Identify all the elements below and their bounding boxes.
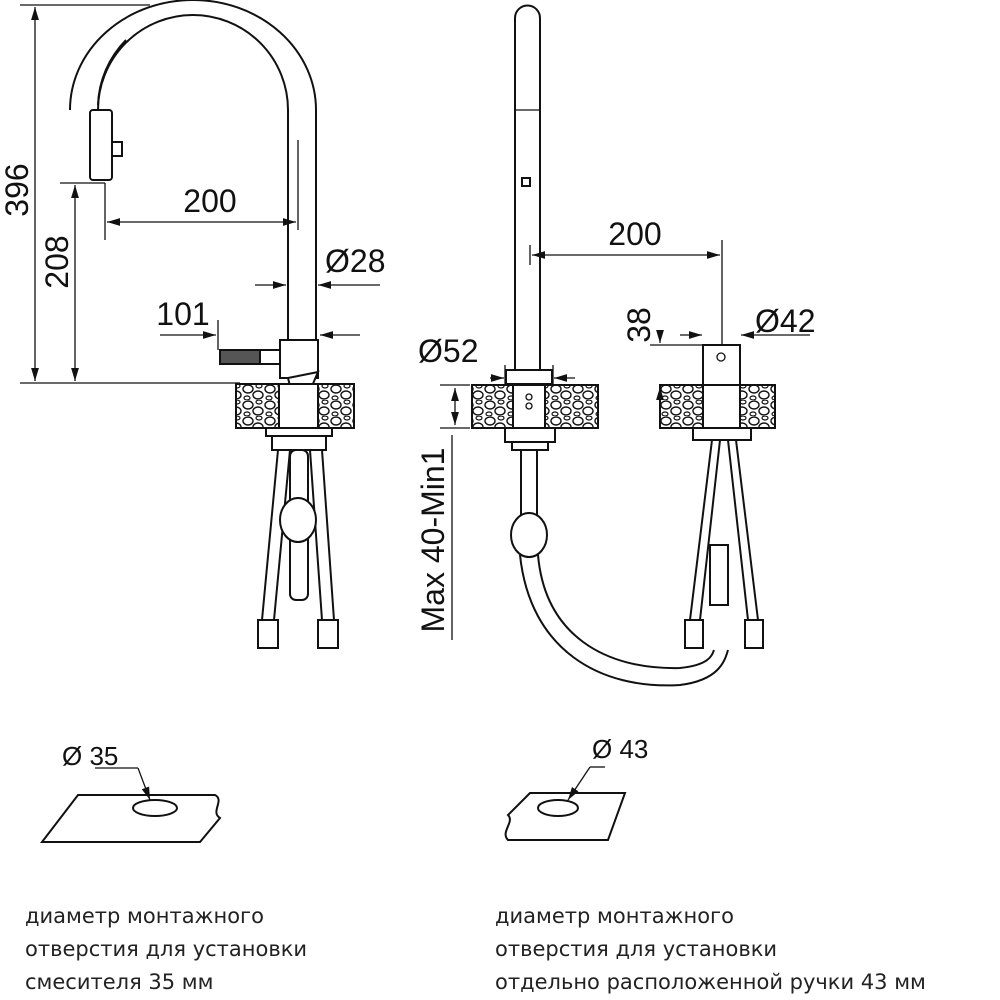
height-total-label: 396 xyxy=(0,163,35,216)
handle-height-label: 38 xyxy=(621,307,657,343)
right-hole-label: Ø 43 xyxy=(592,734,648,764)
right-reach-label: 200 xyxy=(608,216,661,252)
handle-diameter-label: Ø42 xyxy=(755,303,815,339)
countertop-thickness-label: Max 40-Min1 xyxy=(415,448,451,633)
right-caption-line: диаметр монтажного xyxy=(495,904,734,928)
left-dimensions xyxy=(20,4,380,384)
left-hole-detail xyxy=(39,767,222,843)
right-handle xyxy=(659,344,776,649)
left-caption-line: отверстия для установки xyxy=(25,937,308,961)
right-hole-detail xyxy=(504,766,627,841)
right-dimensions xyxy=(440,240,810,640)
handle-length-label: 101 xyxy=(156,296,209,332)
tube-diameter-label: Ø28 xyxy=(325,243,385,279)
right-faucet xyxy=(471,4,729,687)
left-caption-line: диаметр монтажного xyxy=(25,904,264,928)
right-caption-line: отдельно расположенной ручки 43 мм xyxy=(495,970,926,994)
left-caption-line: смесителя 35 мм xyxy=(25,970,214,994)
base-diameter-label: Ø52 xyxy=(418,333,478,369)
right-caption: диаметр монтажного отверстия для установ… xyxy=(495,900,926,999)
left-caption: диаметр монтажного отверстия для установ… xyxy=(25,900,307,999)
left-faucet xyxy=(69,0,355,649)
left-hole-label: Ø 35 xyxy=(62,741,118,771)
spout-height-label: 208 xyxy=(39,235,75,288)
left-reach-label: 200 xyxy=(183,183,236,219)
right-caption-line: отверстия для установки xyxy=(495,937,778,961)
